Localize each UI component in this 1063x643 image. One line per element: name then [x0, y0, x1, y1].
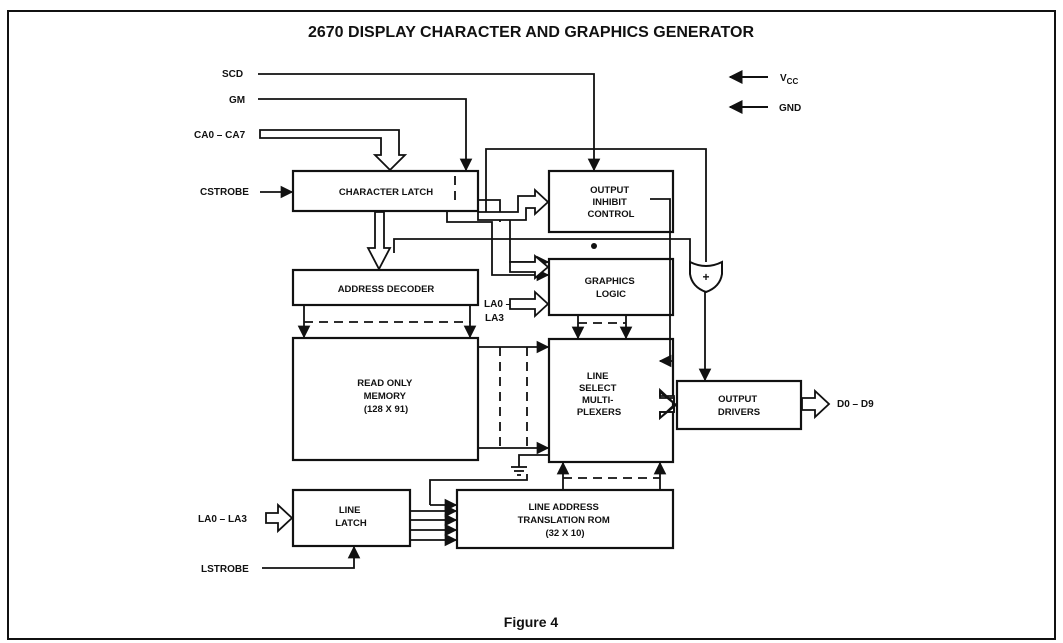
ca-label: CA0 – CA7	[194, 130, 246, 141]
gm-label: GM	[229, 95, 245, 106]
d-output-label: D0 – D9	[837, 399, 874, 410]
vcc-label: VCC	[780, 73, 798, 86]
diagram-frame	[7, 10, 1056, 640]
rom-block	[291, 336, 480, 462]
line-select-label: LINE SELECT MULTI- PLEXERS	[577, 371, 621, 418]
line-latch-label: LINE LATCH	[335, 505, 367, 529]
output-drivers-label: OUTPUT DRIVERS	[718, 394, 760, 418]
bus-arrows	[259, 129, 831, 534]
xor-gate: +	[689, 260, 723, 294]
ground-symbol	[511, 454, 548, 476]
cstrobe-label: CSTROBE	[200, 187, 249, 198]
line-select-block	[547, 337, 675, 464]
line-address-rom-block	[455, 488, 675, 550]
gate-symbol: +	[702, 270, 709, 284]
line-latch-block	[291, 488, 412, 548]
figure-caption: Figure 4	[504, 614, 559, 630]
graphics-logic-label: GRAPHICS LOGIC	[585, 276, 638, 300]
junction-dot	[591, 243, 597, 249]
output-inhibit-block	[547, 169, 675, 234]
rom-label: READ ONLY MEMORY (128 X 91)	[357, 378, 415, 415]
diagram-title: 2670 DISPLAY CHARACTER AND GRAPHICS GENE…	[308, 24, 754, 41]
character-latch-label: CHARACTER LATCH	[339, 187, 433, 198]
scd-label: SCD	[222, 69, 243, 80]
line-address-rom-label: LINE ADDRESS TRANSLATION ROM (32 X 10)	[518, 502, 613, 539]
dashed-buses	[304, 176, 660, 479]
address-decoder-block	[291, 268, 480, 307]
gnd-label: GND	[779, 103, 801, 114]
lstrobe-label: LSTROBE	[201, 564, 249, 575]
la-line-label: LA0 – LA3	[198, 514, 247, 525]
la-graphics-label-1: LA0 –	[484, 299, 512, 310]
character-latch-block	[291, 169, 480, 213]
la-graphics-label-2: LA3	[485, 313, 504, 324]
output-drivers-block	[675, 379, 803, 431]
output-inhibit-label: OUTPUT INHIBIT CONTROL	[588, 185, 635, 220]
graphics-logic-block	[547, 257, 675, 317]
address-decoder-label: ADDRESS DECODER	[338, 284, 435, 295]
